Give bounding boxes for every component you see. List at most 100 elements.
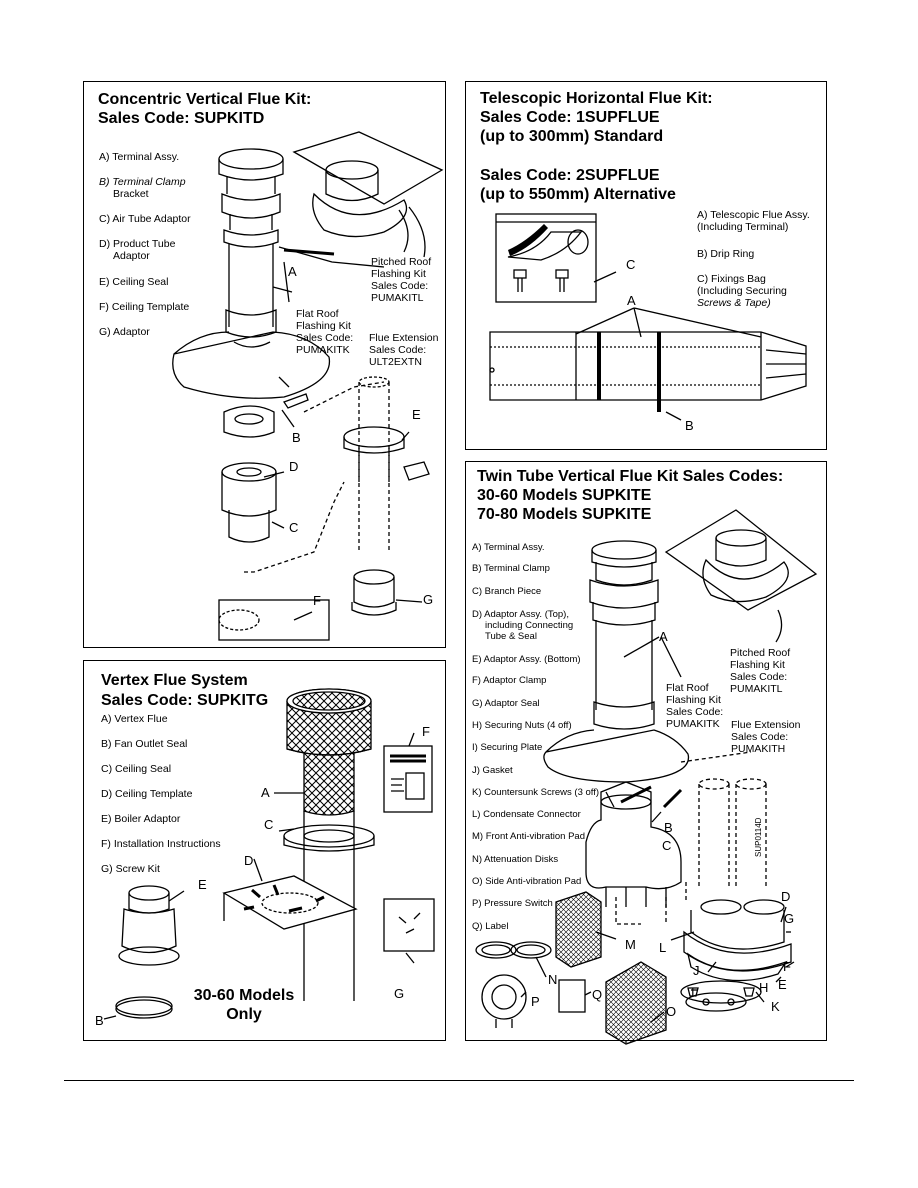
telescopic-item-c-cont-2: Screws & Tape) (697, 297, 771, 309)
twin-flat-line-2: Flashing Kit (666, 694, 721, 706)
telescopic-letter-a: A (627, 293, 636, 308)
vertex-letter-f: F (422, 724, 430, 739)
concentric-letter-f: F (313, 593, 321, 608)
concentric-letter-g: G (423, 592, 434, 607)
concentric-item-d-cont: Adaptor (113, 250, 150, 262)
twin-letter-a: A (659, 629, 668, 644)
twin-extension-line-2: Sales Code: (731, 731, 789, 743)
twin-letter-n: N (548, 972, 558, 987)
twin-letter-j: J (693, 963, 700, 978)
concentric-extension-line-1: Flue Extension (369, 332, 439, 344)
twin-item-h: H) Securing Nuts (4 off) (472, 720, 572, 731)
twin-title-line-3: 70-80 Models SUPKITE (477, 506, 652, 523)
vertex-letter-g: G (394, 986, 405, 1001)
telescopic-flue-panel: Telescopic Horizontal Flue Kit: Sales Co… (465, 81, 827, 450)
telescopic-item-c-cont-1: (Including Securing (697, 285, 787, 297)
concentric-flue-illustration (172, 131, 444, 641)
concentric-pitched-line-2: Flashing Kit (371, 268, 426, 280)
twin-item-e: E) Adaptor Assy. (Bottom) (472, 654, 581, 665)
concentric-letter-c: C (289, 520, 299, 535)
twin-item-a: A) Terminal Assy. (472, 542, 545, 553)
concentric-flat-line-3: Sales Code: (296, 332, 354, 344)
concentric-flat-line-2: Flashing Kit (296, 320, 351, 332)
concentric-letter-e: E (412, 407, 421, 422)
twin-letter-h: H (759, 980, 769, 995)
twin-letter-m: M (625, 937, 636, 952)
vertex-title-line-2: Sales Code: SUPKITG (101, 692, 269, 709)
vertex-item-g: G) Screw Kit (101, 863, 160, 875)
twin-item-m: M) Front Anti-vibration Pad (472, 831, 585, 842)
concentric-flue-panel: Concentric Vertical Flue Kit: Sales Code… (83, 81, 446, 648)
twin-title-line-1: Twin Tube Vertical Flue Kit Sales Codes: (477, 468, 784, 485)
telescopic-flue-illustration (489, 213, 807, 421)
concentric-letter-b: B (292, 430, 301, 445)
telescopic-letter-c: C (626, 257, 636, 272)
twin-item-l: L) Condensate Connector (472, 809, 581, 820)
twin-item-d-cont-2: Tube & Seal (485, 631, 537, 642)
concentric-title-line-1: Concentric Vertical Flue Kit: (98, 91, 312, 108)
twin-tube-flue-panel: Twin Tube Vertical Flue Kit Sales Codes:… (465, 461, 827, 1045)
twin-item-q: Q) Label (472, 921, 509, 932)
twin-item-p: P) Pressure Switch (472, 898, 553, 909)
twin-letter-c: C (662, 838, 672, 853)
concentric-extension-line-3: ULT2EXTN (369, 356, 422, 368)
vertex-title-line-1: Vertex Flue System (101, 672, 248, 689)
twin-letter-k: K (771, 999, 780, 1014)
telescopic-item-c: C) Fixings Bag (697, 273, 766, 285)
twin-extension-line-1: Flue Extension (731, 719, 801, 731)
telescopic-item-a-cont: (Including Terminal) (697, 221, 789, 233)
twin-letter-l: L (659, 940, 667, 955)
twin-pitched-line-4: PUMAKITL (730, 683, 783, 695)
twin-letter-o: O (666, 1004, 677, 1019)
concentric-item-d: D) Product Tube (99, 238, 176, 250)
telescopic-title-line-2: Sales Code: 1SUPFLUE (480, 109, 660, 126)
twin-tube-flue-illustration (475, 509, 818, 1045)
vertex-item-a: A) Vertex Flue (101, 713, 168, 725)
twin-letter-f: F (783, 959, 791, 974)
twin-item-d-cont-1: including Connecting (485, 620, 574, 631)
twin-extension-line-3: PUMAKITH (731, 743, 786, 755)
vertex-letter-d: D (244, 853, 254, 868)
telescopic-item-b: B) Drip Ring (697, 248, 755, 260)
concentric-pitched-line-3: Sales Code: (371, 280, 429, 292)
telescopic-title-line-1: Telescopic Horizontal Flue Kit: (480, 90, 713, 107)
concentric-pitched-line-1: Pitched Roof (371, 256, 432, 268)
twin-item-b: B) Terminal Clamp (472, 563, 550, 574)
vertex-item-d: D) Ceiling Template (101, 788, 193, 800)
twin-item-k: K) Countersunk Screws (3 off) (472, 787, 600, 798)
twin-item-d: D) Adaptor Assy. (Top), (472, 609, 569, 620)
twin-title-line-2: 30-60 Models SUPKITE (477, 487, 652, 504)
telescopic-title-line-5: (up to 550mm) Alternative (480, 186, 676, 203)
concentric-title-line-2: Sales Code: SUPKITD (98, 110, 265, 127)
twin-item-g: G) Adaptor Seal (472, 698, 540, 709)
twin-pitched-line-2: Flashing Kit (730, 659, 785, 671)
concentric-letter-d: D (289, 459, 299, 474)
concentric-item-b: B) Terminal Clamp (99, 176, 186, 188)
vertex-item-f: F) Installation Instructions (101, 838, 221, 850)
concentric-flat-line-4: PUMAKITK (296, 344, 350, 356)
telescopic-item-a: A) Telescopic Flue Assy. (697, 209, 810, 221)
twin-letter-i: I (691, 985, 695, 1000)
twin-flat-line-3: Sales Code: (666, 706, 724, 718)
twin-letter-b: B (664, 820, 673, 835)
telescopic-title-line-3: (up to 300mm) Standard (480, 128, 664, 145)
vertex-models-note-line-1: 30-60 Models (193, 987, 295, 1004)
concentric-letter-a: A (288, 264, 297, 279)
vertex-letter-e: E (198, 877, 207, 892)
twin-reference-code: SUP0114D (754, 817, 763, 857)
telescopic-title-line-4: Sales Code: 2SUPFLUE (480, 167, 660, 184)
twin-letter-e: E (778, 977, 787, 992)
twin-item-i: I) Securing Plate (472, 742, 543, 753)
concentric-item-g: G) Adaptor (99, 326, 150, 338)
twin-pitched-line-3: Sales Code: (730, 671, 788, 683)
vertex-flue-illustration (103, 688, 435, 1020)
concentric-item-e: E) Ceiling Seal (99, 276, 169, 288)
twin-pitched-line-1: Pitched Roof (730, 647, 791, 659)
vertex-models-note-line-2: Only (226, 1006, 262, 1023)
twin-item-f: F) Adaptor Clamp (472, 675, 547, 686)
concentric-item-a: A) Terminal Assy. (99, 151, 180, 163)
page-divider-rule (64, 1080, 854, 1081)
twin-letter-d: D (781, 889, 791, 904)
twin-item-o: O) Side Anti-vibration Pad (472, 876, 582, 887)
twin-flat-line-4: PUMAKITK (666, 718, 720, 730)
